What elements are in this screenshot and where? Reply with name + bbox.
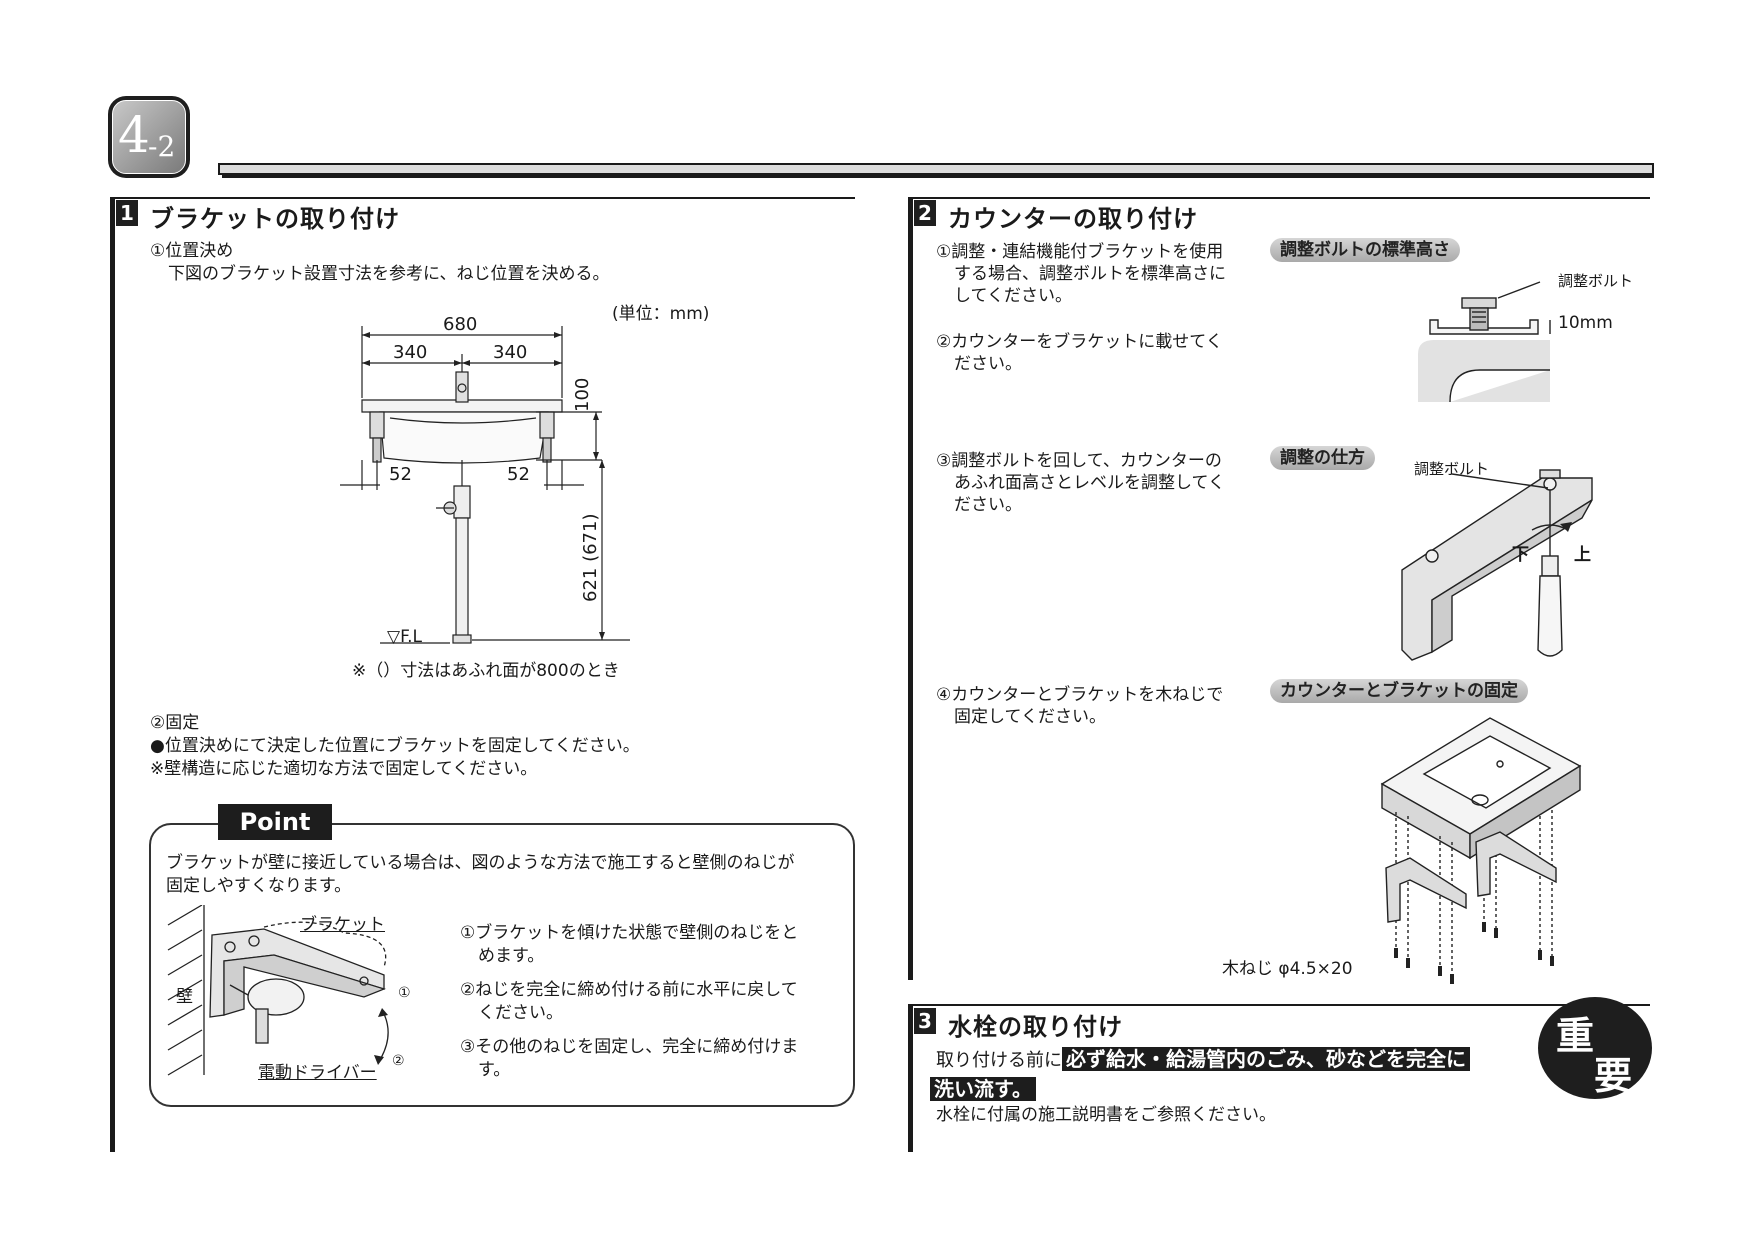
dim-height-floor: 621 (671) [580, 513, 601, 602]
section3-line1: 取り付ける前に必ず給水・給湯管内のごみ、砂などを完全に [936, 1046, 1470, 1074]
fig2-bolt-label: 調整ボルト [1414, 460, 1490, 478]
fig-bracket-label: ブラケット [300, 915, 385, 935]
section2-step2: ②カウンターをブラケットに載せてく ださい。 [936, 332, 1223, 374]
fig-step2-mark: ② [392, 1053, 405, 1069]
section2-number: 2 [914, 200, 936, 226]
diagram-note: ※（）寸法はあふれ面が800のとき [352, 661, 620, 681]
section2-left-rule [908, 197, 913, 980]
fig1-height-label: 10mm [1558, 313, 1613, 333]
point-step1-line2: めます。 [478, 946, 545, 966]
header-rule-shadow [222, 175, 1654, 178]
bolt-height-figure [1418, 281, 1551, 403]
dim-half-right: 340 [493, 342, 528, 363]
header-rule [218, 163, 1654, 175]
fig2-up-label: 上 [1574, 545, 1591, 565]
point-label: Point [218, 804, 332, 840]
important-char1: 重 [1556, 1014, 1595, 1058]
point-box [149, 823, 855, 1107]
dim-edge-right: 52 [507, 464, 530, 485]
section2-title: カウンターの取り付け [948, 205, 1198, 233]
section1-step2-line2: ※壁構造に応じた適切な方法で固定してください。 [150, 759, 538, 779]
section1-left-rule [110, 197, 115, 1152]
dim-half-left: 340 [393, 342, 428, 363]
point-step2-line1: ②ねじを完全に締め付ける前に水平に戻して [460, 980, 798, 1000]
dim-total: 680 [443, 314, 478, 335]
counter-fixing-figure [1380, 717, 1582, 984]
section3-line3: 水栓に付属の施工説明書をご参照ください。 [936, 1105, 1276, 1125]
fig-wall-label: 壁 [176, 987, 193, 1007]
fig1-bolt-label: 調整ボルト [1558, 272, 1634, 290]
dim-height-top: 100 [572, 377, 593, 412]
point-step2-line2: ください。 [478, 1003, 563, 1023]
section3-prefix: 取り付ける前に [936, 1050, 1062, 1071]
section3-highlight2: 洗い流す。 [930, 1077, 1036, 1101]
section3-top-rule [908, 1004, 1650, 1006]
section3-line2: 洗い流す。 [930, 1076, 1036, 1104]
pill-adjust-method: 調整の仕方 [1270, 446, 1375, 470]
section1-title: ブラケットの取り付け [150, 205, 400, 233]
section1-number: 1 [116, 200, 138, 226]
fig2-down-label: 下 [1512, 545, 1529, 565]
bracket-dimension-diagram [340, 326, 630, 644]
section2-step4: ④カウンターとブラケットを木ねじで 固定してください。 [936, 685, 1224, 727]
point-intro-line2: 固定しやすくなります。 [166, 876, 352, 896]
fig-step1-mark: ① [398, 985, 411, 1001]
section2-top-rule [908, 197, 1650, 199]
chapter-badge: 4 -2 [108, 96, 190, 178]
section1-step1-heading: ①位置決め [150, 241, 234, 261]
section3-title: 水栓の取り付け [948, 1013, 1123, 1041]
pill-counter-fixing: カウンターとブラケットの固定 [1270, 679, 1528, 703]
chapter-main: 4 [118, 106, 150, 164]
floor-level-label: ▽F.L [387, 627, 422, 647]
fig-driver-label: 電動ドライバー [258, 1063, 377, 1083]
section2-step3: ③調整ボルトを回して、カウンターの あふれ面高さとレベルを調整してく ださい。 [936, 451, 1225, 515]
section2-step1: ①調整・連結機能付ブラケットを使用 する場合、調整ボルトを標準高さに してくださ… [936, 242, 1226, 306]
important-badge: 重 要 [1538, 997, 1652, 1099]
point-step1-line1: ①ブラケットを傾けた状態で壁側のねじをと [460, 923, 799, 943]
section1-step2-line1: ●位置決めにて決定した位置にブラケットを固定してください。 [150, 736, 640, 756]
point-step3-line1: ③その他のねじを固定し、完全に締め付けま [460, 1037, 799, 1057]
important-char2: 要 [1594, 1054, 1633, 1098]
section3-number: 3 [914, 1008, 936, 1034]
section1-top-rule [110, 197, 855, 199]
section3-highlight1: 必ず給水・給湯管内のごみ、砂などを完全に [1062, 1047, 1470, 1071]
unit-label: (単位：mm) [612, 304, 710, 324]
section3-left-rule [908, 1004, 913, 1152]
point-bracket-figure [167, 905, 389, 1076]
point-intro-line1: ブラケットが壁に接近している場合は、図のような方法で施工すると壁側のねじが [166, 853, 795, 873]
dim-edge-left: 52 [389, 464, 412, 485]
section1-step2-heading: ②固定 [150, 713, 200, 733]
adjust-bracket-figure [1401, 469, 1593, 661]
section1-step1-text: 下図のブラケット設置寸法を参考に、ねじ位置を決める。 [168, 264, 610, 284]
point-step3-line2: す。 [478, 1060, 511, 1080]
fig3-screw-label: 木ねじ φ4.5×20 [1222, 959, 1353, 979]
chapter-sub: -2 [148, 130, 176, 163]
pill-bolt-standard-height: 調整ボルトの標準高さ [1270, 238, 1460, 262]
